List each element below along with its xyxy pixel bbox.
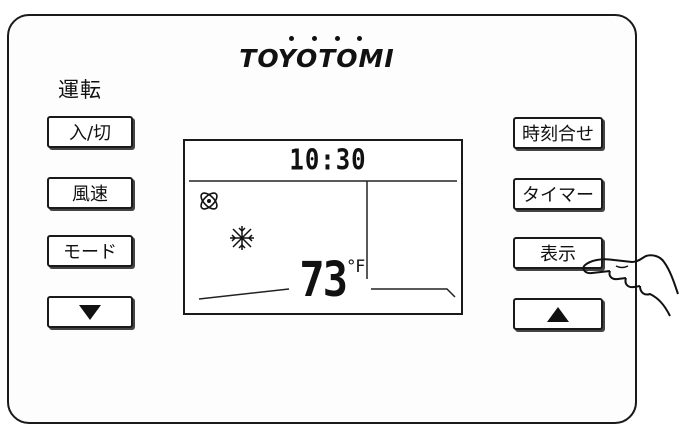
fan-speed-button[interactable]: 風速 — [47, 177, 133, 209]
pointing-hand-icon — [582, 254, 679, 317]
snowflake-icon — [230, 226, 254, 250]
brand-logo: TOYOTOMI — [232, 36, 402, 76]
power-button-label: 入/切 — [68, 123, 112, 144]
timer-button-label: タイマー — [522, 185, 594, 206]
triangle-up-icon — [547, 306, 569, 322]
display-button-label: 表示 — [540, 244, 576, 265]
down-button[interactable] — [47, 296, 133, 328]
mode-button[interactable]: モード — [47, 235, 133, 267]
lcd-display: 10:30 73 °F — [183, 139, 463, 315]
up-button[interactable] — [513, 298, 603, 330]
operation-label: 運転 — [58, 78, 102, 102]
clock-set-button-label: 時刻合せ — [522, 124, 594, 145]
lcd-guide-lines — [189, 180, 457, 300]
fan-speed-button-label: 風速 — [72, 184, 108, 205]
temperature-unit: °F — [347, 257, 366, 277]
clock-readout: 10:30 — [289, 143, 367, 177]
brand-name: TOYOTOMI — [239, 44, 395, 73]
clock-set-button[interactable]: 時刻合せ — [513, 117, 603, 149]
mode-button-label: モード — [63, 242, 117, 263]
logo-dots — [232, 36, 402, 46]
temperature-readout: 73 — [299, 251, 348, 308]
triangle-down-icon — [79, 304, 101, 320]
fan-speed-icon — [200, 192, 218, 210]
power-button[interactable]: 入/切 — [47, 116, 133, 148]
timer-button[interactable]: タイマー — [513, 178, 603, 210]
